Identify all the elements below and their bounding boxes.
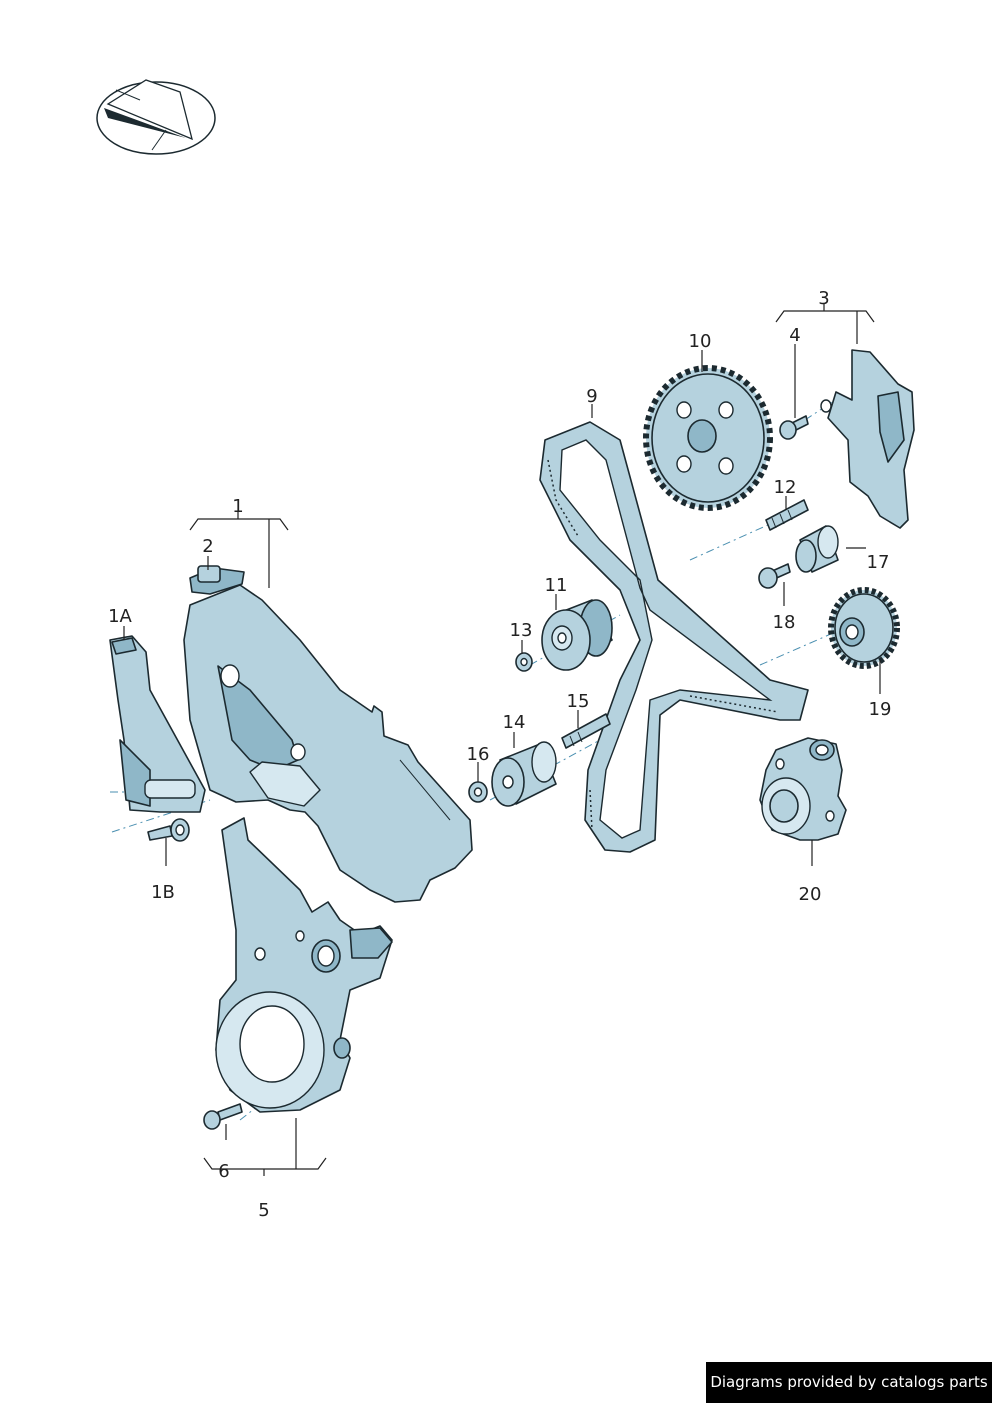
part-19-crank-sprocket	[828, 587, 900, 669]
part-6-bolt	[203, 1103, 243, 1130]
label-17: 17	[867, 552, 890, 573]
label-6: 6	[218, 1161, 229, 1182]
part-13-nut	[515, 652, 533, 672]
label-12: 12	[774, 477, 797, 498]
label-1: 1	[232, 496, 243, 517]
label-5: 5	[258, 1200, 269, 1221]
label-2: 2	[202, 536, 213, 557]
part-15-stud	[561, 713, 611, 749]
label-14: 14	[503, 712, 526, 733]
part-12-stud	[765, 499, 809, 531]
label-1a: 1A	[108, 606, 132, 627]
label-10: 10	[689, 331, 712, 352]
label-19: 19	[869, 699, 892, 720]
label-9: 9	[586, 386, 597, 407]
part-14-idler-roller	[491, 741, 557, 807]
label-11: 11	[545, 575, 568, 596]
label-18: 18	[773, 612, 796, 633]
part-labels: 1 2 1A 1B 3 4 9 10 11 12 13 14 15 16 17 …	[108, 288, 891, 1221]
leader-lines	[123, 304, 881, 1176]
label-20: 20	[799, 884, 822, 905]
part-2-clip	[189, 565, 245, 595]
part-3-rear-bracket	[820, 349, 915, 529]
part-20-water-pump	[759, 737, 847, 841]
label-13: 13	[510, 620, 533, 641]
label-15: 15	[567, 691, 590, 712]
part-10-camshaft-sprocket	[643, 365, 773, 511]
label-3: 3	[818, 288, 829, 309]
label-4: 4	[789, 325, 800, 346]
part-9-timing-belt	[539, 421, 809, 853]
part-1-upper-cover	[183, 584, 473, 903]
label-16: 16	[467, 744, 490, 765]
part-4-bolt	[779, 415, 809, 440]
part-11-tensioner	[541, 599, 613, 671]
label-1b: 1B	[151, 882, 175, 903]
part-18-bolt	[758, 563, 791, 589]
part-17-bushing	[795, 525, 839, 573]
part-5-lower-cover	[215, 817, 393, 1113]
part-16-nut	[468, 781, 488, 803]
part-1a-rear-cover	[109, 635, 206, 813]
credit-banner: Diagrams provided by catalogs parts	[706, 1362, 992, 1403]
part-1b-bolt	[147, 818, 190, 842]
orientation-icon	[96, 79, 216, 155]
